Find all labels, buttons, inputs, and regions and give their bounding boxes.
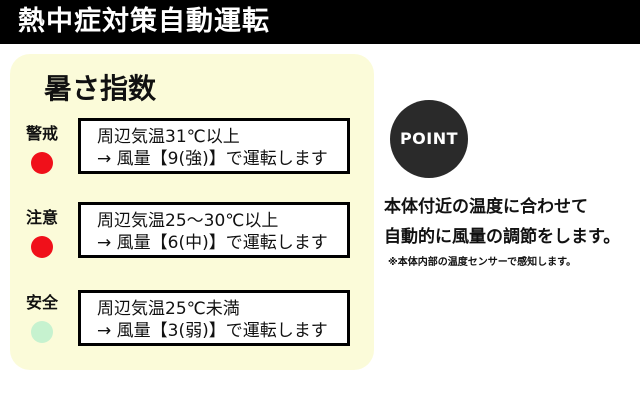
fan-speed-action: → 風量【3(弱)】で運転します: [97, 321, 328, 341]
page-title: 熱中症対策自動運転: [18, 6, 270, 37]
header-bar: 熱中症対策自動運転: [0, 0, 640, 44]
point-description: 本体付近の温度に合わせて 自動的に風量の調節をします。: [384, 192, 640, 252]
level-label: 安全: [25, 293, 58, 312]
safe-dot-icon: [31, 321, 53, 343]
fan-speed-action: → 風量【9(強)】で運転します: [97, 149, 328, 169]
condition-box-warning: 周辺気温31℃以上 → 風量【9(強)】で運転します: [78, 118, 350, 174]
temperature-condition: 周辺気温31℃以上: [97, 127, 240, 147]
condition-box-caution: 周辺気温25〜30℃以上 → 風量【6(中)】で運転します: [78, 202, 350, 258]
level-caution: 注意: [14, 208, 70, 258]
description-line: 自動的に風量の調節をします。: [384, 227, 621, 247]
caution-dot-icon: [31, 236, 53, 258]
warning-dot-icon: [31, 152, 53, 174]
sensor-note: ※本体内部の温度センサーで感知します。: [388, 257, 577, 268]
fan-speed-action: → 風量【6(中)】で運転します: [97, 233, 328, 253]
temperature-condition: 周辺気温25〜30℃以上: [97, 211, 279, 231]
panel-title: 暑さ指数: [44, 72, 157, 105]
temperature-condition: 周辺気温25℃未満: [97, 299, 240, 319]
level-warning: 警戒: [14, 124, 70, 174]
level-label: 注意: [25, 208, 58, 227]
condition-box-safe: 周辺気温25℃未満 → 風量【3(弱)】で運転します: [78, 290, 350, 346]
level-safe: 安全: [14, 293, 70, 343]
level-label: 警戒: [25, 124, 58, 143]
point-badge: POINT: [390, 100, 468, 178]
description-line: 本体付近の温度に合わせて: [384, 197, 588, 217]
